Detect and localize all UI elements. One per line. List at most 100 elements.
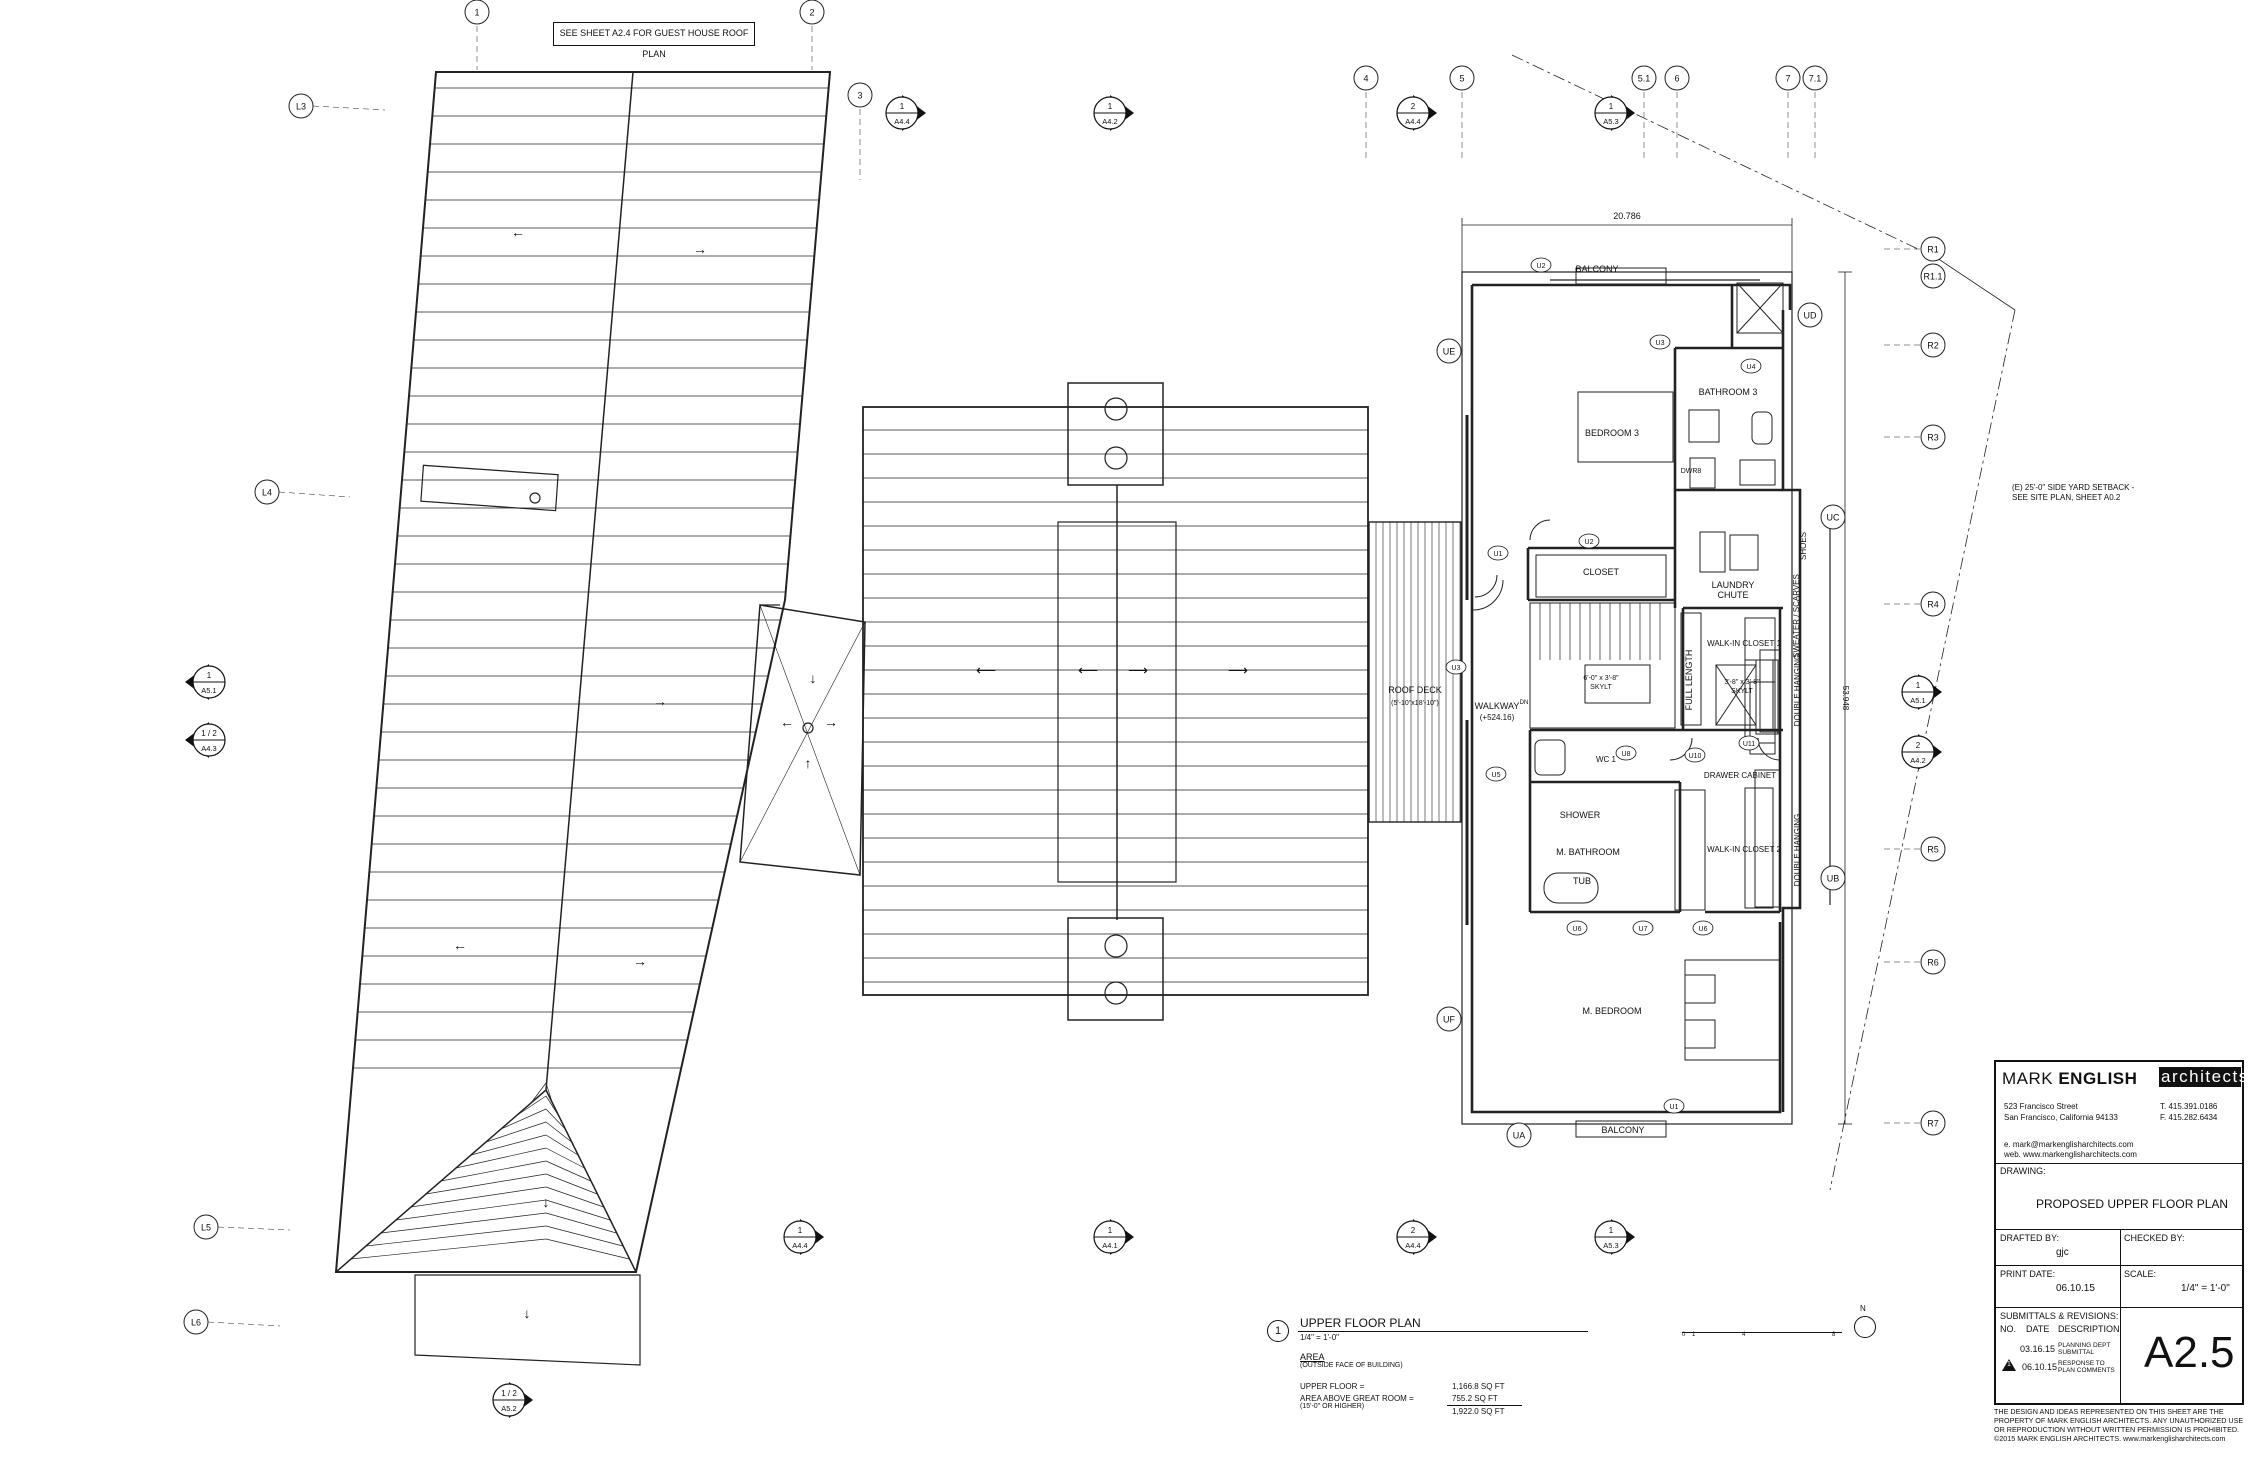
roof-slope-arrow-icon: →: [653, 693, 667, 709]
grid-bubble-circle: [1664, 65, 1690, 91]
grid-bubble-top: 7: [1775, 65, 1801, 91]
roof-slope-arrow-icon: →: [693, 241, 707, 257]
room-laundry-chute-line-1: LAUNDRY: [1712, 580, 1755, 590]
grid-bubble-label: 1: [474, 8, 479, 18]
roof-slope-arrow-icon: ↓: [810, 670, 817, 686]
grid-bubble-label: 5: [1459, 74, 1464, 84]
hip-rafter-line: [410, 1186, 547, 1208]
grid-bubble-right: R4: [1920, 591, 1946, 617]
section-marker-number: 1: [1609, 102, 1614, 111]
section-marker-number: 1: [207, 671, 212, 680]
phone: T. 415.391.0186: [2160, 1102, 2218, 1111]
col-no: NO.: [2000, 1324, 2017, 1334]
grid-bubble-circle: [1920, 591, 1946, 617]
area-row-1-label: AREA ABOVE GREAT ROOM =: [1300, 1394, 1414, 1403]
roof-slope-arrow-icon: ⟶: [1128, 662, 1148, 678]
scale-label: SCALE:: [2124, 1269, 2157, 1279]
section-marker-sheet: A4.4: [1405, 1241, 1420, 1250]
window-tag-oval: [1740, 358, 1762, 374]
grid-bubble-label: 2: [809, 8, 814, 18]
grid-bubble-top: 5: [1449, 65, 1475, 91]
room-balcony-top: BALCONY: [1575, 264, 1618, 274]
room-full-length: FULL LENGTH: [1684, 650, 1694, 711]
grid-line: [217, 1226, 291, 1231]
north-arrow: N: [1854, 1304, 1876, 1338]
section-marker-sheet: A5.1: [1910, 696, 1925, 705]
scale-tick-0: 0: [1682, 1332, 1686, 1338]
area-row-0-value: 1,166.8 SQ FT: [1452, 1382, 1505, 1391]
scale-tick-8: 8: [1832, 1332, 1836, 1338]
window-tag-label: U2: [1537, 263, 1546, 270]
window-tag-label: U8: [1622, 751, 1631, 758]
grid-bubble-label: L5: [201, 1223, 211, 1233]
room-sweater-scarves: SWEATER / SCARVES: [1792, 574, 1801, 658]
roof-slope-arrow-icon: ←: [780, 714, 794, 730]
grid-bubble-label: L6: [191, 1318, 201, 1328]
grid-bubble-left: L5: [193, 1214, 219, 1240]
drawing-name: PROPOSED UPPER FLOOR PLAN: [2036, 1197, 2229, 1211]
window-tag-label: U11: [1743, 741, 1755, 748]
grid-bubble-label: R5: [1927, 845, 1939, 855]
legal-line-2: PROPERTY OF MARK ENGLISH ARCHITECTS. ANY…: [1994, 1416, 2244, 1425]
scale-tick-4: 4: [1742, 1332, 1746, 1338]
grid-bubble-label: UE: [1443, 347, 1456, 357]
grid-bubble-top: 3: [847, 82, 873, 108]
grid-bubble-label: 4: [1363, 74, 1368, 84]
firm-name-b: ENGLISH: [2058, 1069, 2138, 1088]
section-marker-number: 1: [1609, 1226, 1614, 1235]
hip-rafter-line: [545, 1225, 623, 1247]
scale-bar: 0 1 4 8: [1682, 1322, 1842, 1338]
section-marker-number: 1 / 2: [501, 1389, 517, 1398]
hip-rafter-line: [440, 1160, 547, 1182]
grid-bubble-circle: [1506, 1122, 1532, 1148]
room-double-hanging-1: DOUBLE HANGING: [1793, 654, 1802, 726]
hip-rafter-line: [545, 1238, 630, 1260]
grid-bubble-left: L6: [183, 1309, 209, 1335]
hip-rafter-line: [545, 1160, 591, 1182]
window-tag: U7: [1632, 920, 1654, 936]
window-tag-oval: [1738, 735, 1760, 751]
revision-2-no: 1: [2007, 1361, 2011, 1368]
grid-bubble-label: UD: [1804, 311, 1817, 321]
grid-bubble-right: R5: [1920, 836, 1946, 862]
grid-bubble-circle: [464, 0, 490, 25]
upper-floor-walls: [1461, 271, 1802, 1125]
scale-value: 1/4" = 1'-0": [2181, 1283, 2230, 1294]
windows: [1465, 279, 1831, 925]
room-double-hanging-2: DOUBLE HANGING: [1793, 814, 1802, 886]
grid-bubble-top: 1: [464, 0, 490, 25]
grid-line: [278, 491, 351, 498]
room-walkway: WALKWAY: [1475, 701, 1520, 711]
window-tag-label: U3: [1452, 665, 1461, 672]
hip-rafter-line: [470, 1134, 547, 1156]
grid-bubble-upper-right: UB: [1820, 865, 1846, 891]
grid-bubble-top: 5.1: [1631, 65, 1657, 91]
window-tag-oval: [1445, 659, 1467, 675]
address-line-2: San Francisco, California 94133: [2004, 1113, 2118, 1122]
grid-bubble-label: R7: [1927, 1119, 1939, 1129]
section-marker: 1A5.3: [1594, 1219, 1635, 1255]
grid-bubble-label: L3: [296, 102, 306, 112]
window-tag-oval: [1663, 1098, 1685, 1114]
guest-house-roof: [334, 71, 832, 1366]
window-tag-oval: [1566, 920, 1588, 936]
firm-name-architects: architects: [2159, 1067, 2249, 1087]
window-tag: U5: [1485, 766, 1507, 782]
section-marker-sheet: A5.2: [501, 1404, 516, 1413]
roof-skylight: [739, 604, 866, 876]
dimension-depth: 53.948: [1841, 686, 1850, 711]
plan-title-underline: [1298, 1331, 1588, 1332]
window-tag-oval: [1632, 920, 1654, 936]
window-tag: U4: [1740, 358, 1762, 374]
scale-tick-1: 1: [1692, 1332, 1696, 1338]
hip-rafter-line: [545, 1134, 579, 1156]
email: e. mark@markenglisharchitects.com: [2004, 1140, 2134, 1149]
grid-bubble-circle: [1920, 949, 1946, 975]
section-marker-sheet: A4.3: [201, 744, 216, 753]
window-tag-label: U10: [1689, 753, 1702, 760]
grid-bubble-circle: [1920, 1110, 1946, 1136]
section-marker-number: 1: [798, 1226, 803, 1235]
dimension-lines: [1461, 54, 2016, 1191]
skylight-size-2: 3'-8" x 3'-8": [1724, 679, 1760, 686]
